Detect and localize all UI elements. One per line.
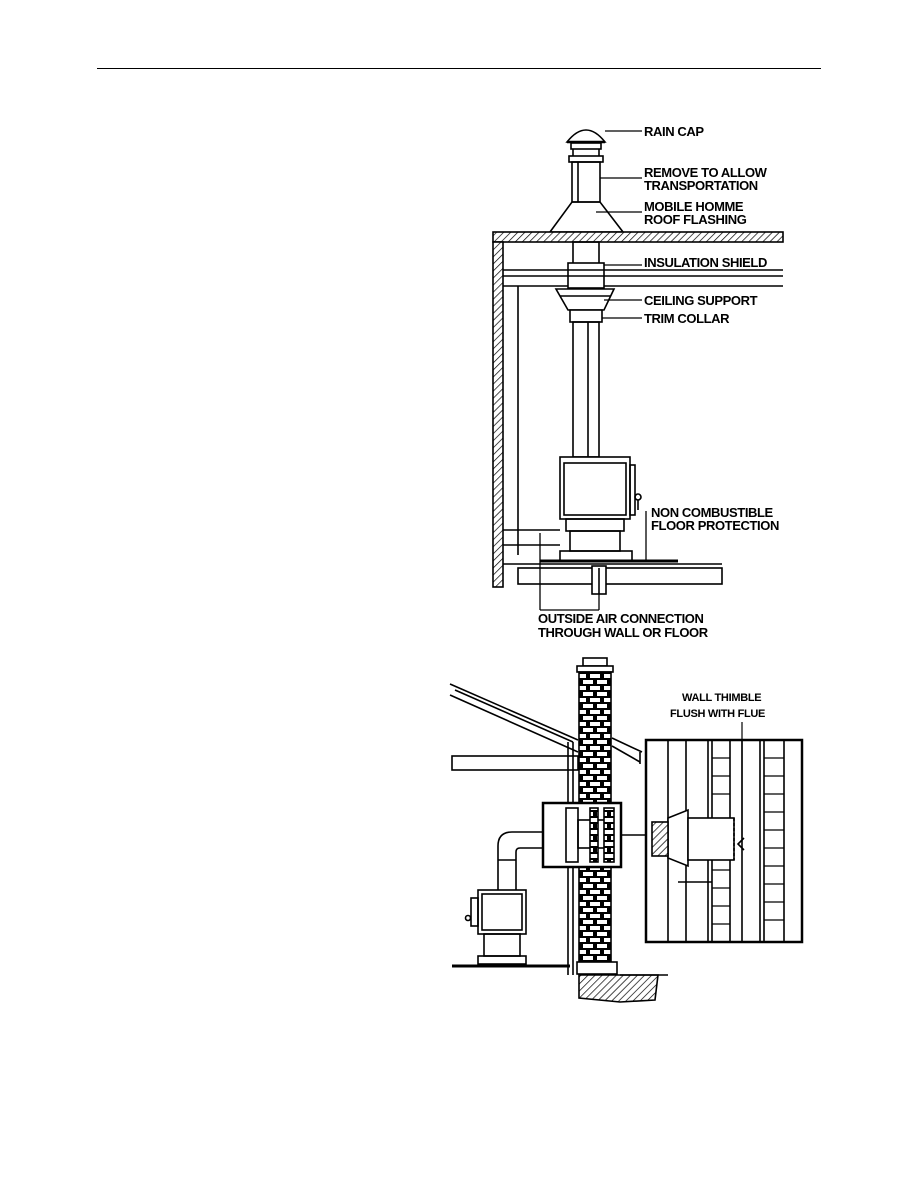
bricks-left [712, 757, 730, 925]
label-trim-collar: TRIM COLLAR [644, 311, 730, 326]
masonry-chimney-diagram [449, 657, 804, 1003]
thimble-detail-box [541, 801, 646, 869]
house-roof [449, 683, 579, 771]
label-floor-line1: NON COMBUSTIBLE [651, 505, 774, 520]
label-thimble-line2: FLUSH WITH FLUE [670, 708, 765, 720]
header-rule [97, 68, 821, 69]
mobile-home-installation-diagram [492, 129, 784, 611]
roof [492, 231, 784, 243]
stove-pipe-elbow [497, 831, 544, 890]
foundation [578, 974, 659, 1003]
stove [559, 456, 642, 562]
label-outside-line2: THROUGH WALL OR FLOOR [538, 625, 709, 640]
label-ceiling-support: CEILING SUPPORT [644, 293, 758, 308]
right-roof [611, 737, 643, 764]
thimble-enlarged-detail [644, 738, 804, 944]
trim-collar [569, 309, 603, 323]
label-flashing-line2: ROOF FLASHING [644, 212, 747, 227]
stove-pipe [572, 321, 600, 458]
left-wall [492, 241, 504, 588]
label-rain-cap: RAIN CAP [644, 124, 704, 139]
floor [503, 563, 723, 585]
label-remove-line2: TRANSPORTATION [644, 178, 758, 193]
masonry-stove [464, 889, 527, 965]
label-floor-line2: FLOOR PROTECTION [651, 518, 779, 533]
label-remove-line1: REMOVE TO ALLOW [644, 165, 768, 180]
label-outside-line1: OUTSIDE AIR CONNECTION [538, 611, 704, 626]
leader-lines [539, 130, 647, 611]
ceiling-support [554, 288, 616, 311]
label-flashing-line1: MOBILE HOMME [644, 199, 744, 214]
removable-chimney-section [568, 155, 604, 203]
label-thimble-line1: WALL THIMBLE [682, 692, 761, 704]
chimney-cap [582, 657, 608, 667]
roof-flashing [548, 201, 625, 233]
rain-cap [565, 129, 607, 156]
label-insulation-shield: INSULATION SHIELD [644, 255, 767, 270]
bricks-right [764, 757, 784, 921]
ceiling [503, 269, 783, 287]
